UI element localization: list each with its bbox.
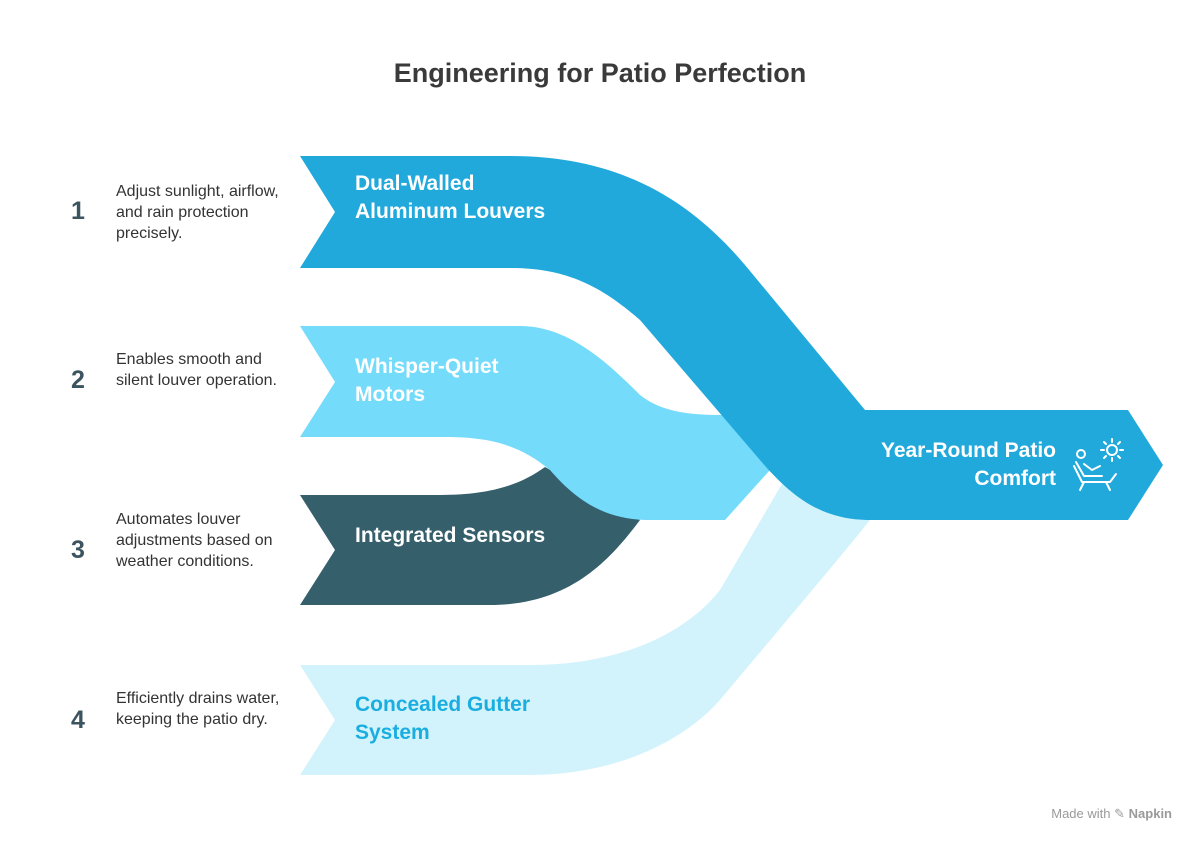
napkin-logo-icon: ✎ xyxy=(1114,806,1126,821)
step-description-1: Adjust sunlight, airflow, and rain prote… xyxy=(116,183,279,242)
step-number-1: 1 xyxy=(71,197,85,225)
step-number-4: 4 xyxy=(71,706,85,734)
credit-brand: Napkin xyxy=(1128,806,1172,821)
step-description-3: Automates louver adjustments based on we… xyxy=(116,511,273,570)
band-integrated-sensors xyxy=(300,467,640,605)
step-label-3: Integrated Sensors xyxy=(355,524,546,547)
step-number-2: 2 xyxy=(71,366,85,394)
band-whisper-quiet-motors xyxy=(300,326,770,520)
page-title: Engineering for Patio Perfection xyxy=(393,58,807,88)
lounge-chair-sun-icon xyxy=(1073,438,1124,491)
band-dual-walled-aluminum-louvers xyxy=(300,156,1163,520)
step-number-3: 3 xyxy=(71,536,85,564)
step-label-2: Whisper-Quiet Motors xyxy=(355,355,499,406)
outcome-label: Year-Round Patio Comfort xyxy=(880,439,1056,490)
step-label-1: Dual-Walled Aluminum Louvers xyxy=(355,172,546,223)
step-label-4: Concealed Gutter System xyxy=(355,693,531,744)
band-concealed-gutter-system xyxy=(300,470,870,775)
credit-prefix: Made with xyxy=(1051,806,1111,821)
step-description-4: Efficiently drains water, keeping the pa… xyxy=(116,690,280,728)
made-with-napkin-credit: Made with ✎ Napkin xyxy=(1051,806,1172,822)
step-description-2: Enables smooth and silent louver operati… xyxy=(116,351,277,389)
